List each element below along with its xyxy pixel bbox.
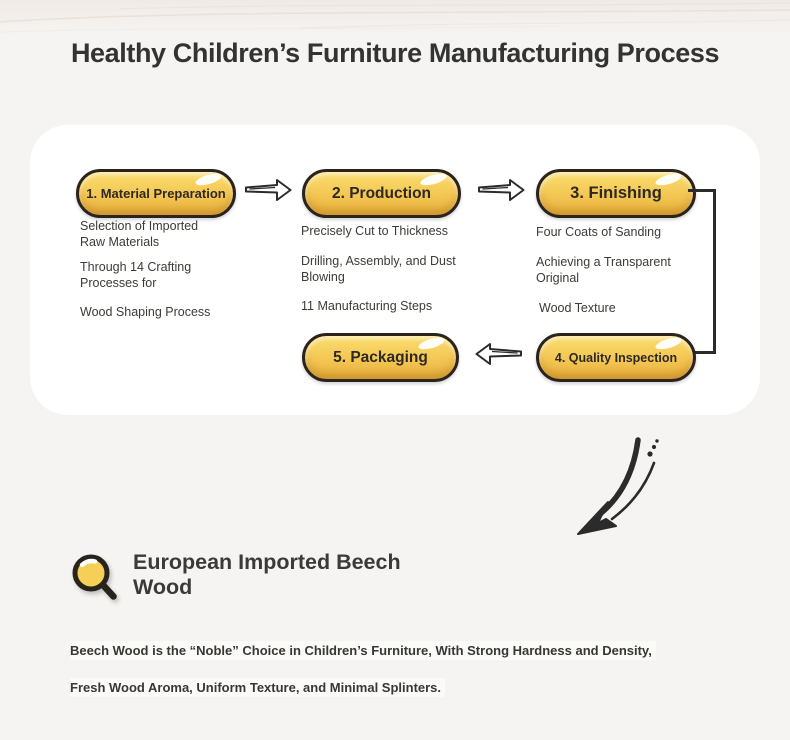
detail-text: Through 14 Crafting Processes for [80,260,192,290]
arrow-right-icon [478,179,525,201]
curved-arrow-down-left-icon [577,437,659,535]
detail-text: Precisely Cut to Thickness [301,224,449,238]
magnifier-icon [72,554,117,600]
flow-step-material-preparation: 1. Material Preparation [76,169,236,218]
flow-step-label: 2. Production [331,184,432,202]
process-flowchart-card: 1. Material Preparation 2. Production 3.… [30,125,760,415]
detail-text: Achieving a Transparent Original [536,255,671,285]
section-heading: European Imported Beech Wood [133,550,401,599]
step-details-finishing: Four Coats of Sanding Achieving a Transp… [536,224,694,325]
detail-text: Wood Shaping Process [80,305,211,319]
flow-step-quality-inspection: 4. Quality Inspection [536,333,696,382]
wood-grain-texture [0,0,790,40]
flow-step-label: 4. Quality Inspection [554,350,678,365]
body-paragraph: Fresh Wood Aroma, Uniform Texture, and M… [70,678,446,697]
pill-glare [654,335,683,352]
page-title: Healthy Children’s Furniture Manufacturi… [70,38,720,68]
step-details-material-preparation: Selection of Imported Raw Materials Thro… [80,218,218,329]
flow-step-packaging: 5. Packaging [302,333,459,382]
detail-text: Selection of Imported Raw Materials [80,219,199,249]
flow-step-label: 5. Packaging [333,348,428,366]
detail-text: 11 Manufacturing Steps [301,299,433,313]
arrow-right-icon [245,179,292,201]
flow-step-label: 3. Finishing [570,184,662,202]
flow-connector-line [688,189,716,354]
arrow-left-icon [475,343,522,365]
flow-step-production: 2. Production [302,169,461,218]
detail-text: Four Coats of Sanding [536,225,662,239]
detail-text: Wood Texture [539,301,616,315]
flow-step-label: 1. Material Preparation [86,186,226,201]
flow-step-finishing: 3. Finishing [536,169,696,218]
body-paragraph: Beech Wood is the “Noble” Choice in Chil… [70,641,656,660]
wood-grain-lines-icon [0,2,790,33]
detail-text: Drilling, Assembly, and Dust Blowing [301,254,456,284]
step-details-production: Precisely Cut to Thickness Drilling, Ass… [301,223,469,323]
